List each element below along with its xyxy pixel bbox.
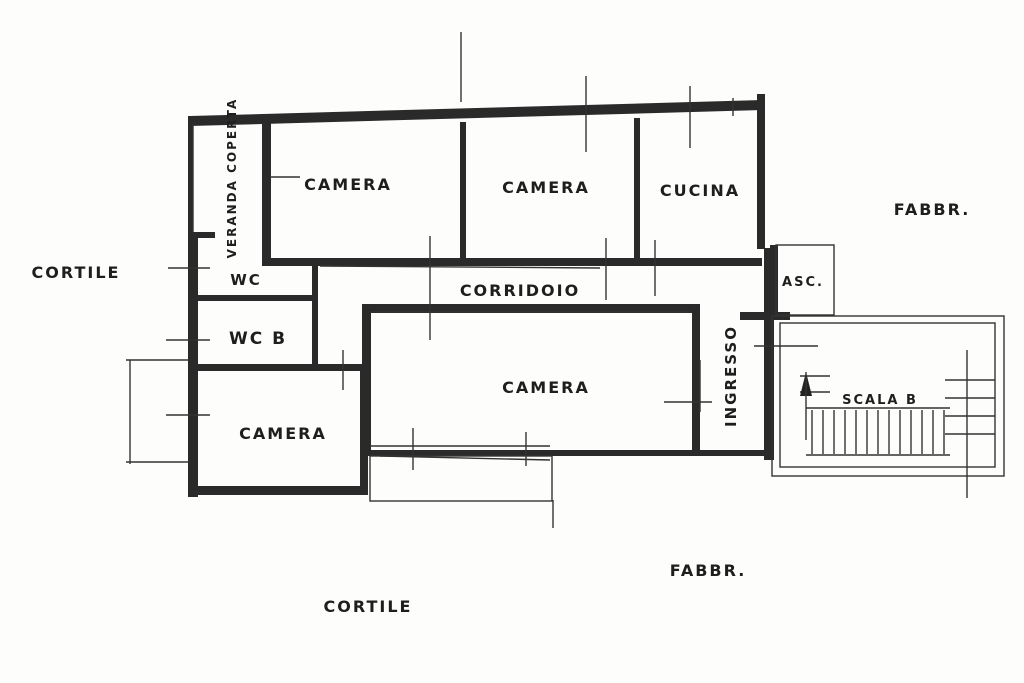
room-label-camera-3: CAMERA [502, 378, 590, 397]
label-fabbr-east: FABBR. [894, 200, 971, 219]
thin-lines [126, 32, 1005, 528]
room-label-scala-b: SCALA B [842, 393, 918, 408]
room-label-camera-1: CAMERA [304, 175, 392, 194]
room-label-camera-2: CAMERA [502, 178, 590, 197]
room-label-asc: ASC. [782, 275, 824, 290]
room-label-veranda: VERANDA COPERTA [225, 98, 239, 259]
staircase-b [800, 372, 995, 456]
interior-walls [195, 118, 790, 454]
label-cortile-south: CORTILE [324, 597, 413, 616]
label-cortile-west: CORTILE [32, 263, 121, 282]
room-label-cucina: CUCINA [660, 181, 740, 200]
room-label-camera-4: CAMERA [239, 424, 327, 443]
stair-treads [811, 410, 945, 454]
room-label-ingresso: INGRESSO [722, 325, 740, 427]
label-fabbr-south: FABBR. [670, 561, 747, 580]
room-label-wc-b: WC B [229, 329, 287, 349]
room-label-corridoio: CORRIDOIO [460, 281, 580, 300]
room-labels: CAMERA CAMERA CUCINA VERANDA COPERTA WC … [225, 98, 918, 443]
room-label-wc: WC [230, 271, 262, 289]
surrounding-labels: CORTILE CORTILE FABBR. FABBR. [32, 200, 971, 616]
